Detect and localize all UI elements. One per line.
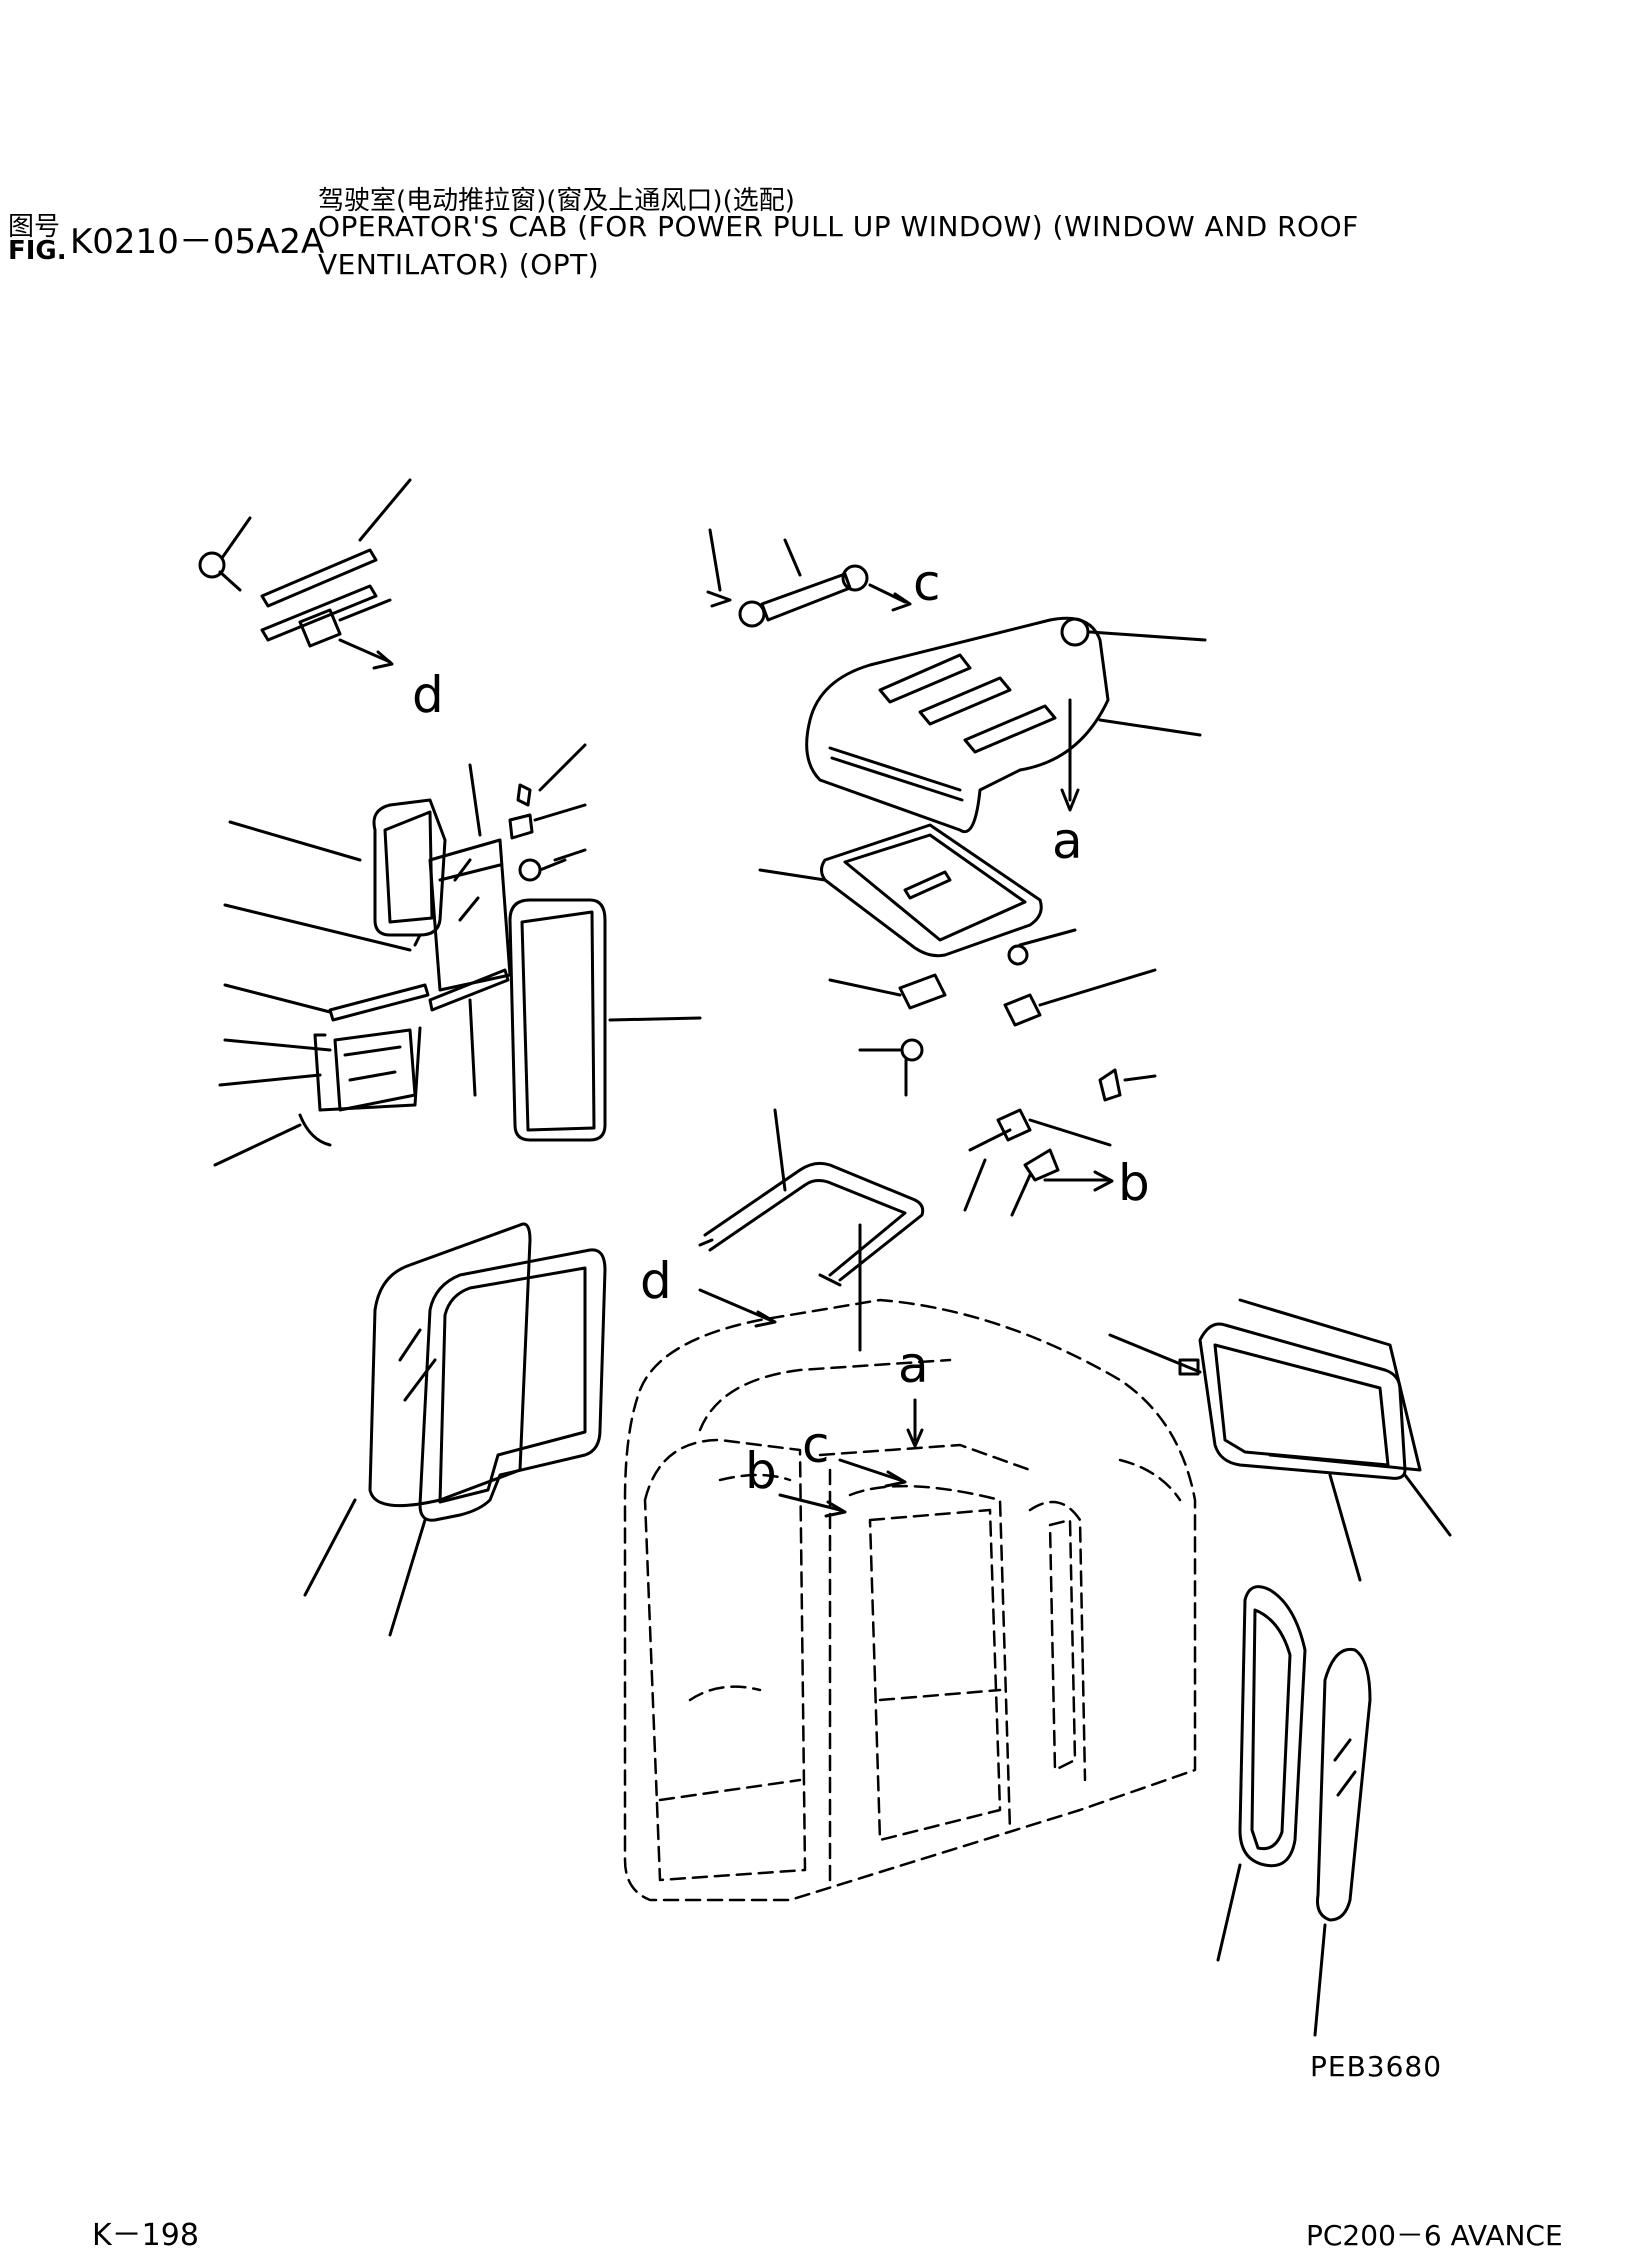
side-window-group	[1216, 1585, 1372, 2037]
figure-number: K0210－05A2A	[70, 222, 325, 262]
hinge-bracket-group	[198, 478, 412, 670]
callout-b-cab: b	[745, 1442, 777, 1500]
handrail-group	[698, 1108, 925, 1352]
operator-cab-body	[623, 1298, 1197, 1902]
hatch-frame-group	[758, 823, 1157, 1217]
callout-d-cab: d	[640, 1252, 672, 1310]
sliding-window-parts	[213, 743, 702, 1167]
callout-arrows	[698, 1288, 924, 1518]
callout-b-top: b	[1118, 1154, 1150, 1212]
rear-window-group	[1108, 1298, 1452, 1582]
fig-label-en: FIG.	[8, 236, 67, 266]
gas-strut-group	[706, 528, 912, 628]
callout-d-top: d	[412, 666, 444, 724]
callout-c-cab: c	[802, 1416, 830, 1474]
page-number: K－198	[92, 2218, 199, 2253]
title-english-line2: VENTILATOR) (OPT)	[318, 248, 600, 281]
callout-a-top: a	[1052, 812, 1083, 870]
drawing-code: PEB3680	[1310, 2050, 1443, 2083]
door-glass-group	[303, 1222, 607, 1637]
roof-hatch-group	[805, 616, 1207, 834]
machine-model: PC200－6 AVANCE	[1306, 2219, 1563, 2252]
title-english-line1: OPERATOR'S CAB (FOR POWER PULL UP WINDOW…	[318, 210, 1359, 243]
title-chinese: 驾驶室(电动推拉窗)(窗及上通风口)(选配)	[318, 186, 795, 216]
callout-a-cab: a	[898, 1336, 929, 1394]
fig-label-cn: 图号	[8, 212, 61, 242]
callout-c-top: c	[913, 554, 941, 612]
